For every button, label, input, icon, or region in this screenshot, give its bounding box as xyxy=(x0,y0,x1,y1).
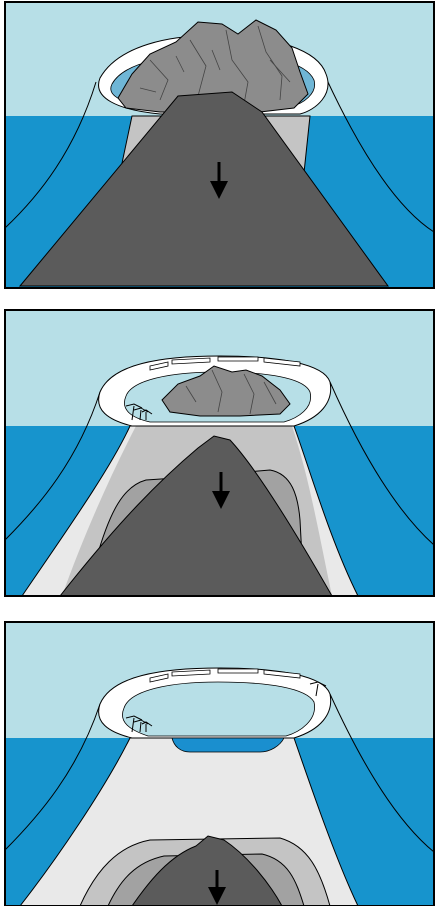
lagoon-water xyxy=(122,681,315,737)
volcano-body xyxy=(18,91,389,287)
volcano-body xyxy=(58,435,333,597)
panel-atoll xyxy=(4,621,435,906)
outer-slope-line-left xyxy=(4,703,101,851)
panel-frame xyxy=(4,309,435,597)
volcano-body xyxy=(131,835,283,906)
panel-separator-2 xyxy=(0,598,439,620)
palm-tree-icon xyxy=(125,715,153,733)
palm-tree-icon xyxy=(125,403,153,421)
outer-slope-line-left xyxy=(4,391,101,541)
lagoon-deep-water xyxy=(171,737,285,753)
outer-slope-line-right xyxy=(329,381,435,546)
rock-texture xyxy=(139,25,291,105)
outer-slope-line-right xyxy=(329,693,435,853)
reef-dashes xyxy=(149,668,301,683)
outer-slope-line-left xyxy=(4,81,97,229)
reef-dashes xyxy=(149,356,301,371)
outer-slope-line-right xyxy=(326,79,435,233)
panel-frame xyxy=(4,1,435,289)
panel-barrier-reef xyxy=(4,309,435,597)
panel-fringing-reef xyxy=(4,1,435,289)
panel-separator-1 xyxy=(0,290,439,308)
island-rock-remnant xyxy=(161,365,291,417)
palm-tree-icon xyxy=(309,681,327,697)
panel-frame xyxy=(4,621,435,906)
rock-texture xyxy=(185,369,277,415)
